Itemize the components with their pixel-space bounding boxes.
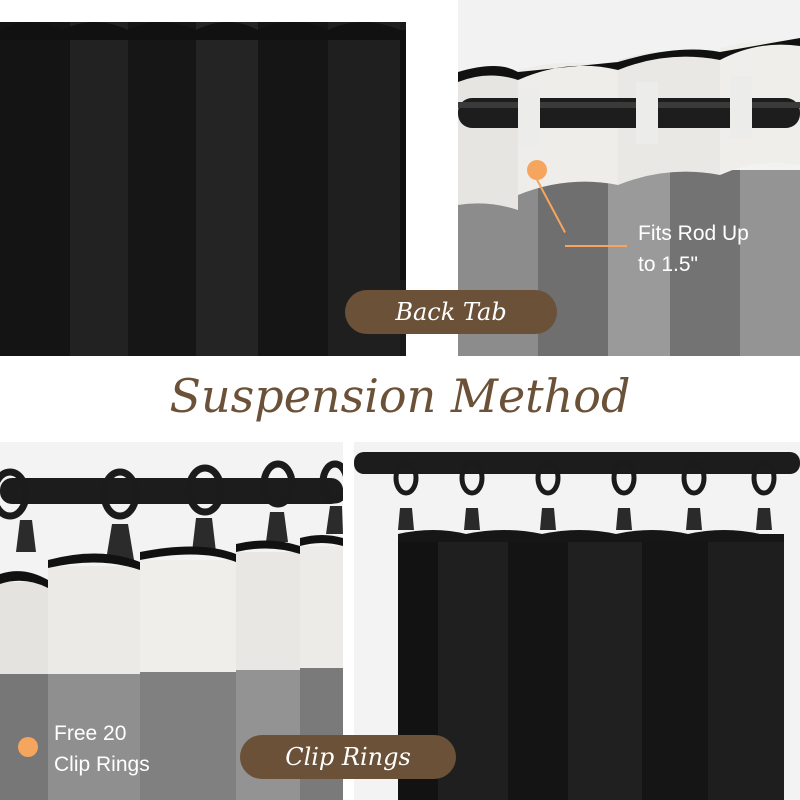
clip-rings-callout-line1: Free 20 <box>54 722 127 745</box>
rod-fit-marker <box>527 160 547 180</box>
back-tab-label: Back Tab <box>345 290 557 334</box>
rod-fit-callout-line2: to 1.5" <box>638 253 698 276</box>
rod-fit-callout-line1: Fits Rod Up <box>638 222 749 245</box>
back-tab-photo <box>0 0 406 356</box>
clip-rings-callout-line2: Clip Rings <box>54 753 150 776</box>
clip-rings-callout: Free 20 Clip Rings <box>54 718 150 780</box>
back-tab-curtain-illustration <box>0 0 406 356</box>
clip-rings-marker <box>18 737 38 757</box>
clip-rings-label: Clip Rings <box>240 735 456 779</box>
rod-fit-leader-line-horizontal <box>565 245 627 247</box>
page-title: Suspension Method <box>169 369 631 423</box>
rod-fit-callout: Fits Rod Up to 1.5" <box>638 218 749 280</box>
